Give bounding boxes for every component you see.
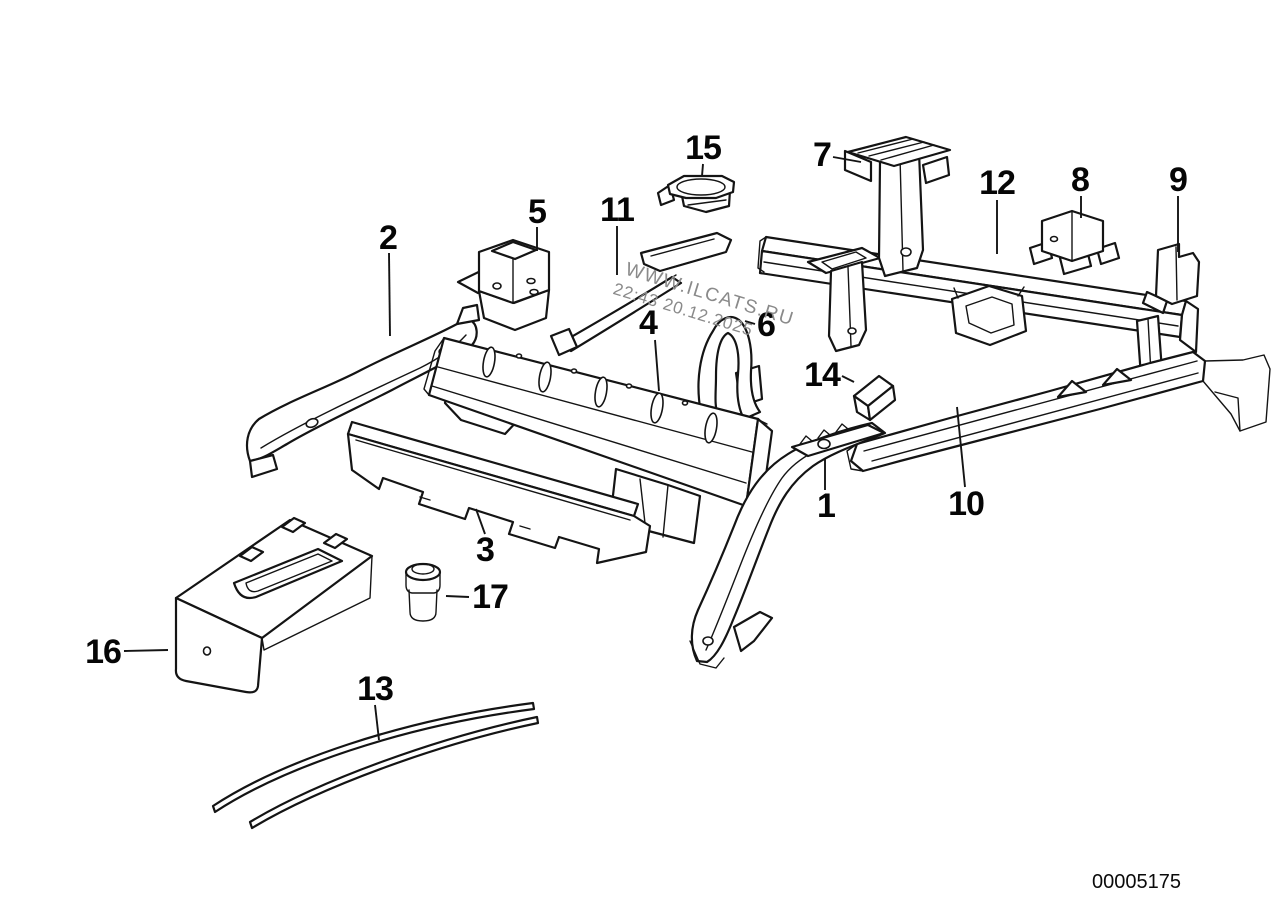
part-callout-3: 3 bbox=[476, 531, 495, 569]
part-4-crossmember-drawing bbox=[423, 336, 774, 545]
leader-line-6 bbox=[744, 320, 756, 325]
leader-line-17 bbox=[445, 595, 470, 598]
callout-leader-lines bbox=[123, 156, 1179, 741]
part-callout-11: 11 bbox=[600, 191, 635, 229]
part-callout-16: 16 bbox=[85, 633, 122, 671]
leader-line-13 bbox=[374, 704, 380, 741]
leader-line-10 bbox=[956, 406, 966, 488]
part-callout-1: 1 bbox=[817, 487, 836, 525]
part-callout-8: 8 bbox=[1071, 161, 1090, 199]
leader-line-16 bbox=[123, 649, 169, 652]
leader-line-4 bbox=[654, 339, 660, 392]
part-10-floor-rail-drawing bbox=[846, 314, 1271, 473]
part-11-support-rail-drawing bbox=[549, 231, 733, 357]
part-17-plug-drawing bbox=[404, 562, 442, 622]
part-callout-5: 5 bbox=[528, 193, 547, 231]
diagram-number: 00005175 bbox=[1092, 871, 1181, 893]
part-callout-4: 4 bbox=[639, 304, 658, 342]
part-9-bracket-drawing bbox=[1141, 242, 1201, 315]
part-8-bracket-drawing bbox=[1028, 209, 1121, 276]
part-13-trim-strips-drawing bbox=[211, 701, 540, 830]
part-12-rear-rail-drawing bbox=[757, 235, 1200, 381]
part-15-mount-cap-drawing bbox=[656, 174, 736, 214]
part-callout-17: 17 bbox=[472, 578, 509, 616]
leader-line-15 bbox=[701, 163, 704, 177]
part-callout-12: 12 bbox=[979, 164, 1016, 202]
part-3-crossmember-strip-drawing bbox=[346, 420, 652, 565]
leader-line-14 bbox=[841, 375, 855, 383]
part-7-bracket-drawing bbox=[843, 135, 952, 278]
leader-line-2 bbox=[388, 252, 391, 337]
part-callout-2: 2 bbox=[379, 219, 398, 257]
part-callout-6: 6 bbox=[757, 306, 776, 344]
part-callout-15: 15 bbox=[685, 129, 722, 167]
part-callout-13: 13 bbox=[357, 670, 394, 708]
part-callout-9: 9 bbox=[1169, 161, 1188, 199]
leader-line-7 bbox=[832, 156, 862, 163]
part-callout-14: 14 bbox=[804, 356, 841, 394]
part-2-side-member-drawing bbox=[245, 303, 481, 479]
part-1-side-member-drawing bbox=[689, 421, 887, 669]
part-5-bracket-drawing bbox=[456, 238, 551, 332]
leader-line-3 bbox=[475, 508, 486, 535]
part-callout-7: 7 bbox=[813, 136, 832, 174]
part-callout-10: 10 bbox=[948, 485, 985, 523]
part-16-bracket-plate-drawing bbox=[174, 516, 374, 694]
part-14-spacer-block-drawing bbox=[852, 374, 897, 422]
